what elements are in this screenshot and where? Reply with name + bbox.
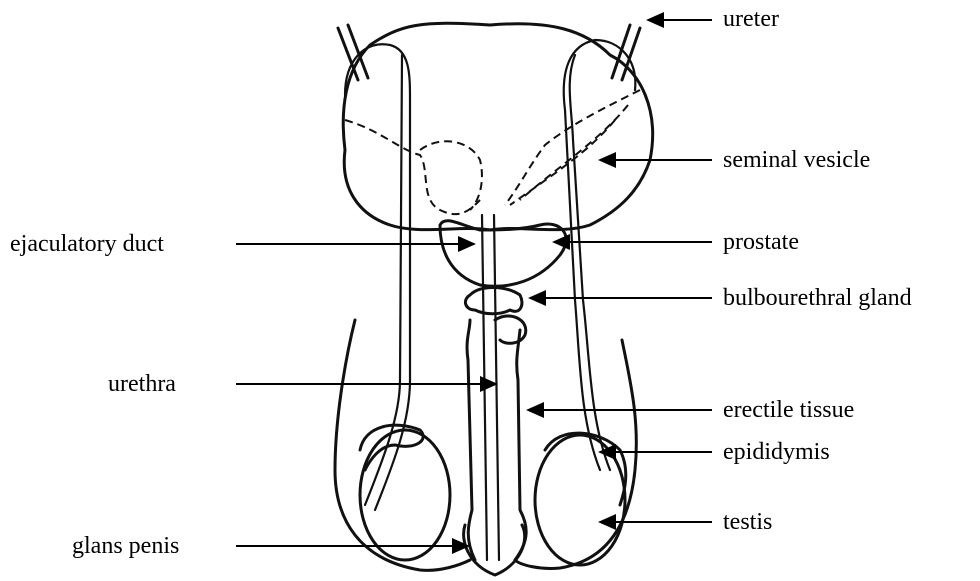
bladder-outline — [343, 23, 652, 230]
vas-deferens-right-inner — [570, 55, 610, 470]
pointer-bulbourethral-gland — [528, 290, 712, 306]
glans-outline — [464, 525, 525, 575]
label-glans-penis: glans penis — [72, 534, 179, 558]
seminal-vesicle-left-dashed — [345, 120, 480, 214]
vas-deferens-right — [564, 40, 636, 470]
label-erectile-tissue: erectile tissue — [723, 398, 854, 422]
label-testis: testis — [723, 510, 772, 534]
seminal-vesicle-left-dashed-2 — [420, 141, 482, 210]
testis-left — [360, 430, 450, 560]
pointer-glans-penis — [236, 538, 470, 554]
pointer-urethra — [236, 376, 498, 392]
pointer-epididymis — [598, 444, 712, 460]
penis-shaft-left — [467, 320, 475, 560]
ureter-right — [612, 25, 630, 78]
label-ejaculatory-duct: ejaculatory duct — [10, 232, 164, 256]
pointer-ureter — [646, 12, 712, 28]
pointer-erectile-tissue — [526, 402, 712, 418]
label-prostate: prostate — [723, 230, 799, 254]
urethra-line-right — [494, 215, 499, 560]
label-seminal-vesicle: seminal vesicle — [723, 148, 870, 172]
pointer-seminal-vesicle — [598, 152, 712, 168]
bulbourethral-gland-outline — [465, 288, 522, 314]
pointer-testis — [598, 514, 712, 530]
pointer-prostate — [552, 234, 712, 250]
label-urethra: urethra — [108, 372, 176, 396]
label-bulbourethral-gland: bulbourethral gland — [723, 286, 912, 310]
label-ureter: ureter — [723, 7, 779, 31]
seminal-vesicle-right-dashed-3 — [510, 120, 615, 205]
label-epididymis: epididymis — [723, 440, 830, 464]
penis-shaft-right — [515, 330, 526, 560]
